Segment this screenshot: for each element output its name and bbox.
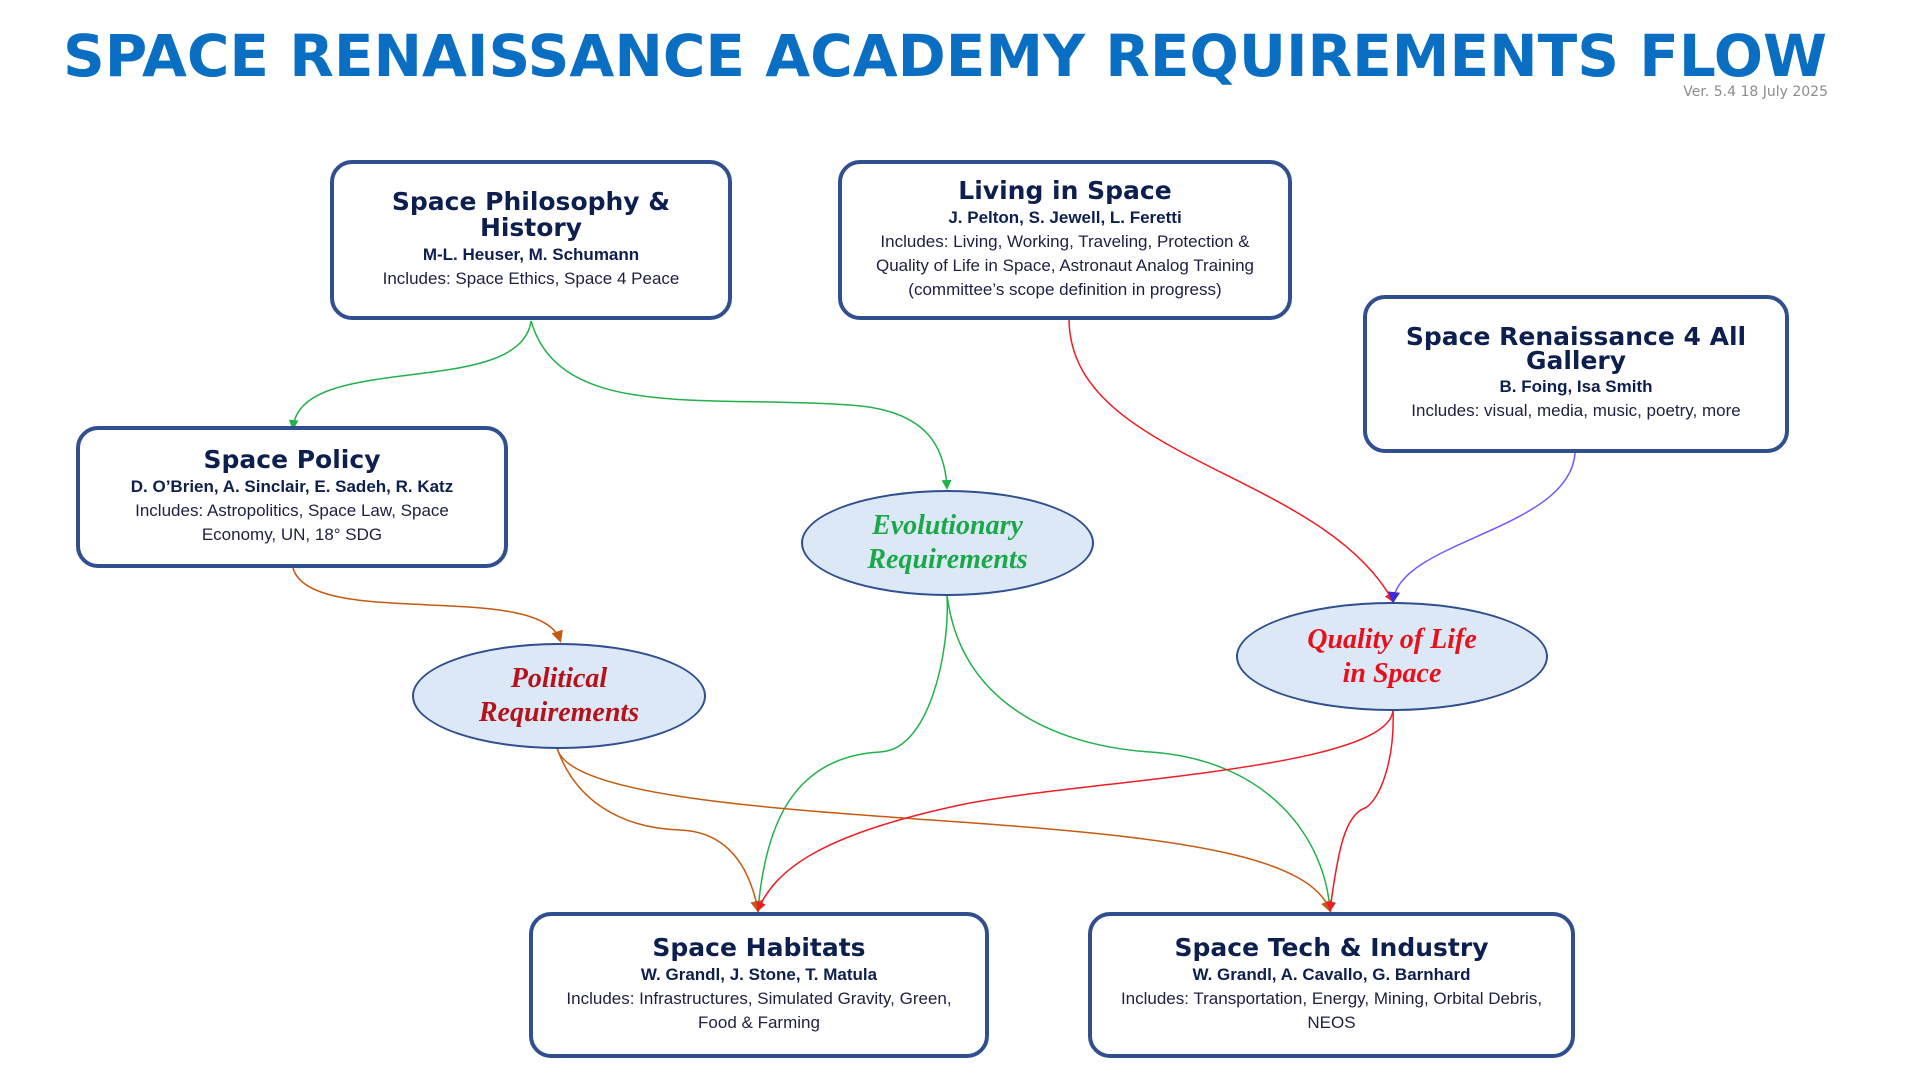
link-living-quality [1068, 318, 1394, 603]
habitats-box: Space Habitats W. Grandl, J. Stone, T. M… [529, 912, 989, 1058]
gallery-desc: Includes: visual, media, music, poetry, … [1411, 401, 1741, 420]
link-philosophy-evolutionary [530, 320, 952, 490]
link-evolutionary-tech [946, 594, 1335, 912]
gallery-box: Space Renaissance 4 All Gallery B. Foing… [1363, 295, 1789, 453]
link-policy-political [292, 567, 563, 643]
quality-of-life-requirements: Quality of Life in Space [1236, 602, 1548, 711]
living-authors: J. Pelton, S. Jewell, L. Feretti [948, 208, 1182, 227]
tech-authors: W. Grandl, A. Cavallo, G. Barnhard [1192, 965, 1471, 984]
link-quality-tech [1326, 709, 1394, 912]
habitats-title: Space Habitats [652, 933, 866, 962]
philosophy-authors: M-L. Heuser, M. Schumann [422, 245, 640, 264]
link-political-habitats [556, 747, 763, 913]
version-label: Ver. 5.4 18 July 2025 [1683, 84, 1828, 100]
living-title: Living in Space [958, 176, 1172, 205]
tech-box: Space Tech & Industry W. Grandl, A. Cava… [1088, 912, 1575, 1058]
evolutionary-requirements: Evolutionary Requirements [801, 490, 1094, 596]
link-gallery-quality [1388, 452, 1576, 604]
page-title: SPACE RENAISSANCE ACADEMY REQUIREMENTS F… [62, 22, 1827, 90]
policy-authors: D. O’Brien, A. Sinclair, E. Sadeh, R. Ka… [130, 477, 454, 496]
tech-desc: Includes: Transportation, Energy, Mining… [1120, 989, 1543, 1032]
habitats-desc: Includes: Infrastructures, Simulated Gra… [566, 989, 952, 1032]
living-desc: Includes: Living, Working, Traveling, Pr… [875, 232, 1255, 299]
link-philosophy-policy [288, 320, 532, 430]
policy-box: Space Policy D. O’Brien, A. Sinclair, E.… [76, 426, 508, 568]
gallery-title: Space Renaissance 4 All Gallery [1405, 322, 1747, 375]
habitats-authors: W. Grandl, J. Stone, T. Matula [640, 965, 878, 984]
tech-title: Space Tech & Industry [1174, 933, 1489, 962]
link-evolutionary-habitats [753, 594, 949, 912]
philosophy-title: Space Philosophy & History [391, 187, 671, 242]
policy-desc: Includes: Astropolitics, Space Law, Spac… [135, 501, 449, 544]
link-quality-habitats [756, 709, 1394, 912]
link-political-tech [556, 747, 1333, 913]
policy-title: Space Policy [203, 445, 381, 474]
philosophy-desc: Includes: Space Ethics, Space 4 Peace [382, 269, 680, 288]
political-requirements: Political Requirements [412, 643, 706, 749]
philosophy-box: Space Philosophy & History M-L. Heuser, … [330, 160, 732, 320]
gallery-authors: B. Foing, Isa Smith [1499, 377, 1653, 396]
living-box: Living in Space J. Pelton, S. Jewell, L.… [838, 160, 1292, 320]
